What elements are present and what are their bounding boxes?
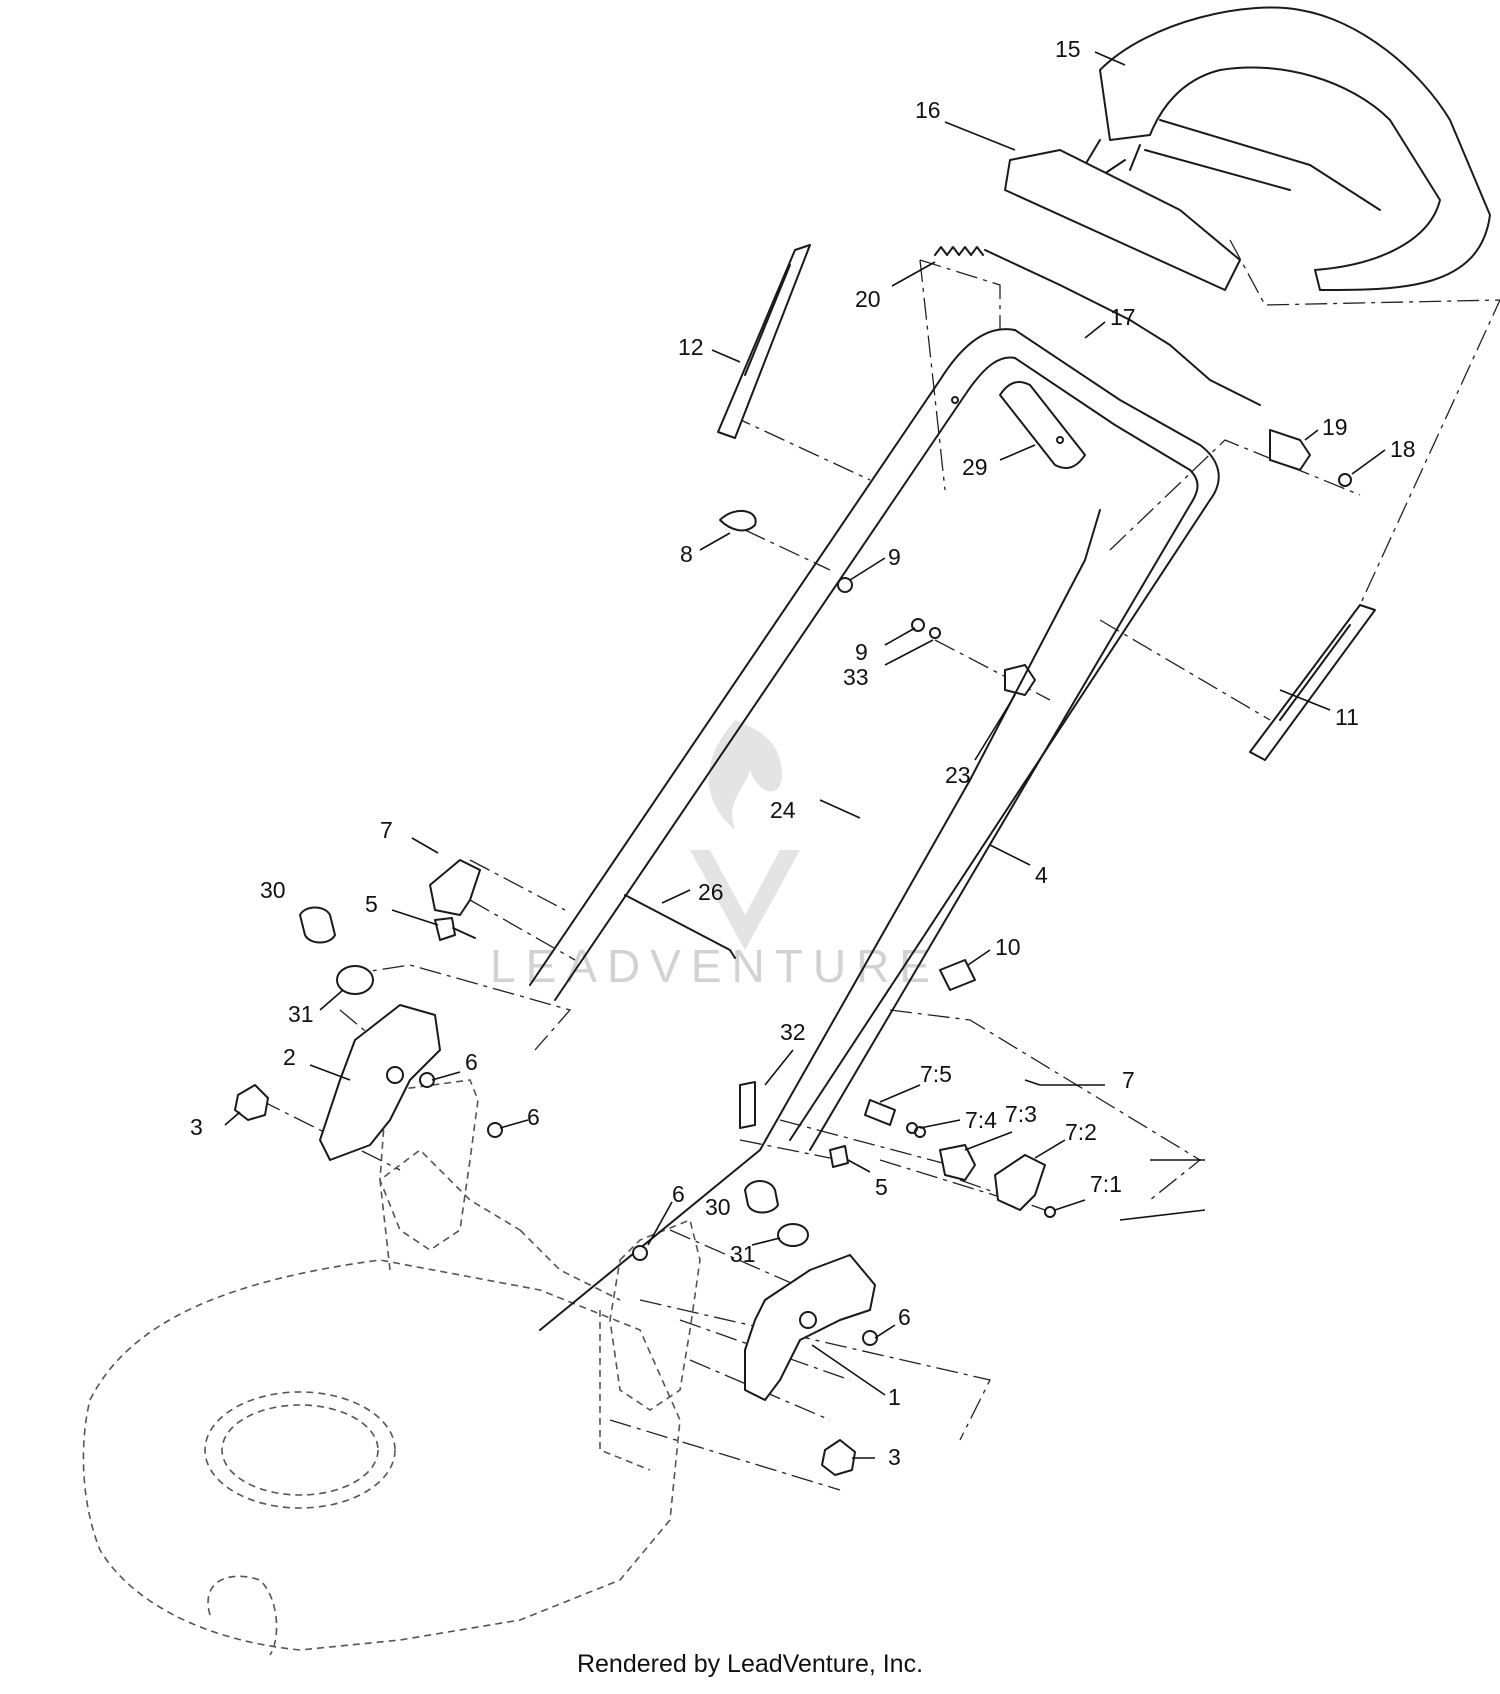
assembly-lines	[259, 239, 1500, 1491]
callout-32: 32	[780, 1019, 806, 1045]
callout-20: 20	[855, 286, 881, 312]
callout-10: 10	[995, 934, 1021, 960]
callout-7-1: 7:1	[1090, 1171, 1122, 1197]
callout-12: 12	[678, 334, 704, 360]
handle-frame-part-4	[529, 328, 1220, 1151]
callout-23: 23	[945, 762, 971, 788]
callout-31-left: 31	[288, 1001, 314, 1027]
callout-labels: 15 16 20 17 12 19 18 29 8 9 9 33 11 23 2…	[190, 36, 1416, 1470]
callout-4: 4	[1035, 862, 1048, 888]
handle-grip-part-15	[1084, 6, 1491, 291]
callout-6-a: 6	[465, 1049, 478, 1075]
cap-part-30-right	[744, 1180, 779, 1214]
callout-3-right: 3	[888, 1444, 901, 1470]
callout-9-lower: 9	[855, 639, 868, 665]
handle-cover-part-12	[717, 244, 811, 439]
callout-15: 15	[1055, 36, 1081, 62]
tube-part-29	[999, 381, 1086, 469]
callout-9-upper: 9	[888, 544, 901, 570]
watermark-logo-icon	[690, 720, 800, 950]
bushing-part-31-left	[336, 965, 374, 995]
adjust-knob-part-3-right	[821, 1439, 856, 1476]
callout-30-left: 30	[260, 877, 286, 903]
callout-16: 16	[915, 97, 941, 123]
callout-33: 33	[843, 664, 869, 690]
height-plate-part-1	[744, 1254, 876, 1401]
clip-part-8	[719, 510, 757, 532]
callout-26: 26	[698, 879, 724, 905]
control-cable-part-17	[984, 249, 1261, 406]
watermark: LEADVENTURE	[490, 720, 940, 992]
bolt-part-5-upper	[434, 917, 476, 941]
cable-part-24	[539, 509, 1101, 1331]
cable-clip-part-23	[1004, 664, 1036, 696]
clip-part-10	[939, 959, 976, 991]
callout-1: 1	[888, 1384, 901, 1410]
knob-part-7-2	[994, 1154, 1046, 1211]
spring-part-20	[934, 246, 984, 256]
callout-7-5: 7:5	[920, 1061, 952, 1087]
spring-part-7-4	[906, 1122, 926, 1138]
callout-24: 24	[770, 797, 796, 823]
height-plate-part-2	[319, 1004, 441, 1161]
nut-part-6-b	[487, 1122, 503, 1138]
cap-part-7-1	[1044, 1206, 1056, 1218]
callout-6-c: 6	[672, 1181, 685, 1207]
leader-lines	[224, 51, 1386, 1459]
callout-31-right: 31	[730, 1241, 756, 1267]
nut-part-6-d	[862, 1330, 878, 1346]
bushing-part-31-right	[777, 1223, 809, 1247]
housing-part-7-3	[939, 1144, 976, 1181]
callout-7-assembly: 7	[1122, 1067, 1135, 1093]
callout-29: 29	[962, 454, 988, 480]
callout-7-2: 7:2	[1065, 1119, 1097, 1145]
nut-part-9-upper	[837, 577, 853, 593]
cap-part-30-left	[299, 906, 336, 944]
nut-part-6-a	[419, 1072, 435, 1088]
callout-5-lower: 5	[875, 1174, 888, 1200]
nut-part-6-c	[632, 1245, 648, 1261]
callout-11: 11	[1335, 704, 1359, 730]
cable-tie-part-26	[624, 894, 736, 959]
watermark-text: LEADVENTURE	[490, 940, 940, 992]
callout-19: 19	[1322, 414, 1348, 440]
washer-part-18	[1338, 473, 1352, 487]
handle-cover-part-11	[1249, 604, 1376, 761]
callout-7-upper: 7	[380, 817, 393, 843]
callout-30-right: 30	[705, 1194, 731, 1220]
knob-part-7	[429, 859, 481, 916]
footer-credit: Rendered by LeadVenture, Inc.	[576, 1650, 924, 1678]
mower-deck-ghost	[82, 1148, 681, 1656]
bail-bar-part-16	[1004, 149, 1241, 291]
callout-3-left: 3	[190, 1114, 203, 1140]
callout-18: 18	[1390, 436, 1416, 462]
bolt-part-5-lower	[829, 1145, 849, 1168]
pin-part-7-5	[864, 1099, 896, 1126]
right-mounting-bracket-ghost	[609, 1218, 701, 1411]
callout-6-d: 6	[898, 1304, 911, 1330]
adjust-knob-part-3-left	[234, 1084, 269, 1121]
callout-6-b: 6	[527, 1104, 540, 1130]
callout-7-4: 7:4	[965, 1107, 997, 1133]
callout-5-upper: 5	[365, 891, 378, 917]
callout-2: 2	[283, 1044, 296, 1070]
callout-17: 17	[1110, 304, 1136, 330]
nut-part-9-lower	[911, 618, 941, 639]
label-part-32	[739, 1081, 756, 1129]
callout-8: 8	[680, 541, 693, 567]
callout-7-3: 7:3	[1005, 1101, 1037, 1127]
pivot-part-19	[1269, 429, 1311, 471]
